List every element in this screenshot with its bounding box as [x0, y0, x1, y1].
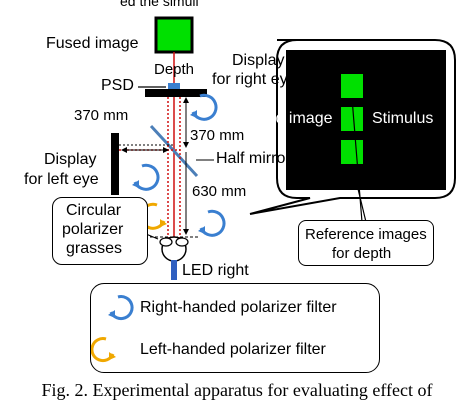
psd-sensor — [168, 83, 180, 89]
right-eye-display — [145, 89, 207, 97]
figure-caption: Fig. 2. Experimental apparatus for evalu… — [41, 380, 433, 400]
fused-image-label: Fused image — [46, 35, 139, 52]
legend-box — [90, 283, 380, 373]
fused-image-square — [154, 16, 194, 54]
left-handed-icon — [90, 337, 115, 363]
right-handed-icon — [109, 295, 134, 321]
glasses-label-3: grasses — [66, 240, 123, 257]
right-lens — [175, 237, 189, 247]
depth-label: Depth — [154, 61, 195, 78]
dist-370-right-label: 370 mm — [190, 127, 245, 144]
half-mirror — [149, 124, 199, 178]
glasses-label-2: polarizer — [62, 221, 124, 238]
led-right-label: LED right — [182, 262, 249, 279]
half-mirror-label: Half mirror — [216, 150, 291, 167]
reference-image-bottom — [341, 140, 363, 164]
display-right-label-2: for right eye — [212, 71, 297, 88]
glasses-label-box — [52, 197, 148, 265]
inset-screen — [286, 50, 446, 190]
inset-fused-image-label: Fused image — [240, 110, 333, 127]
stimulus-image — [341, 107, 363, 131]
legend-left-handed: Left-handed polarizer filter — [140, 341, 326, 358]
legend-right-handed: Right-handed polarizer filter — [140, 299, 337, 316]
left-lens — [159, 237, 173, 247]
reference-label-2: for depth — [332, 245, 392, 262]
reference-arrows — [351, 97, 367, 223]
polarizer-arrows — [133, 93, 226, 237]
left-eye-display — [111, 133, 119, 195]
display-left-label-1: Display — [44, 151, 97, 168]
led-right — [171, 260, 177, 280]
display-right-label-1: Display — [232, 52, 285, 69]
display-left-label-2: for left eye — [24, 171, 99, 188]
glasses-label-1: Circular — [66, 202, 122, 219]
reference-image-top — [341, 74, 363, 98]
glasses-leader — [145, 233, 159, 240]
dist-630-label: 630 mm — [192, 183, 247, 200]
dist-370-left-label: 370 mm — [74, 107, 129, 124]
psd-label: PSD — [101, 77, 134, 94]
inset-stimulus-label: Stimulus — [372, 110, 434, 127]
header-fragment: ed the simuli — [120, 0, 199, 9]
reference-label-1: Reference images — [305, 226, 427, 243]
reference-label-box — [298, 220, 434, 266]
